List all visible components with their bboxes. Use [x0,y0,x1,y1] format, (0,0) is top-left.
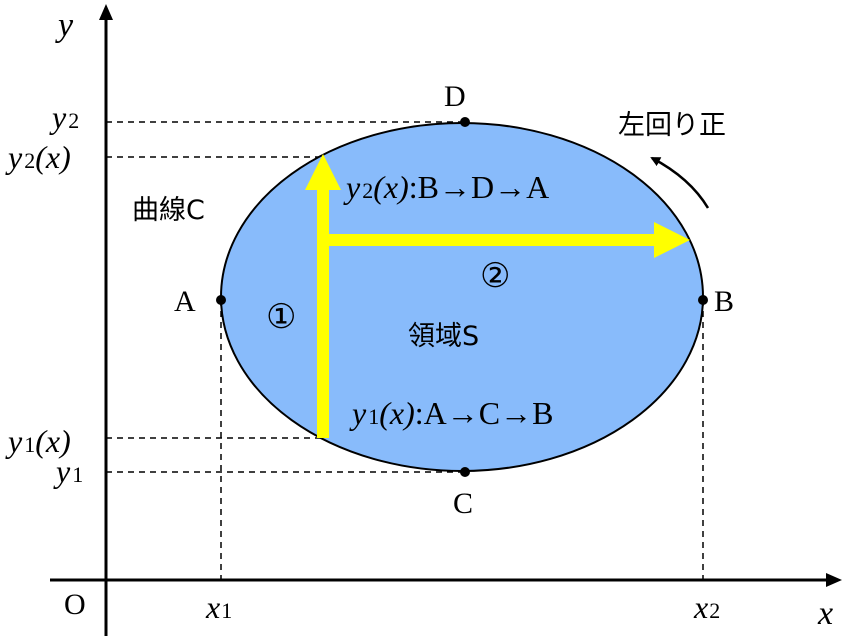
tick-x1: x1 [205,589,232,625]
origin-label: O [64,588,86,621]
point-c-dot [460,467,470,477]
x-axis-arrowhead [826,573,842,587]
point-a-label: A [174,285,196,318]
upper-curve-label: y2(x):B→D→A [343,169,549,205]
y-axis-arrowhead [99,4,113,20]
point-c-label: C [453,487,473,520]
point-a-dot [216,295,226,305]
x-axis-label: x [817,595,833,632]
point-d-dot [460,117,470,127]
y-axis-label: y [55,7,74,44]
step-2-label: ② [480,256,510,296]
arrow-2-shaft [329,234,659,246]
curve-c-label: 曲線C [132,195,205,226]
arrow-1-shaft [317,185,329,438]
tick-y1x: y1(x) [5,423,71,459]
direction-label: 左回り正 [618,110,726,141]
point-d-label: D [444,80,466,113]
tick-y2x: y2(x) [5,139,71,175]
tick-x2: x2 [693,589,720,625]
lower-curve-label: y1(x):A→C→B [349,395,553,431]
tick-y1: y1 [53,453,83,489]
integration-arrows [305,154,690,438]
step-1-label: ① [266,297,296,337]
point-b-label: B [714,285,734,318]
counterclockwise-arrow-icon [650,156,710,209]
region-s-label: 領域S [408,321,479,352]
point-b-dot [698,295,708,305]
arrow-2-head [654,222,690,258]
guide-lines [106,121,704,580]
tick-y2: y2 [49,99,79,135]
arrow-1-head [305,154,341,190]
